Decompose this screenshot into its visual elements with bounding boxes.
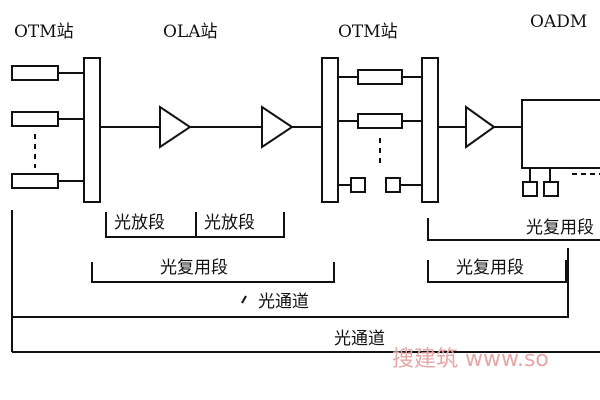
- channel-label-1: 光通道: [258, 292, 309, 312]
- station-label-otm1: OTM站: [14, 22, 74, 42]
- mux-section-bracket-1: [91, 262, 335, 283]
- mux-section-bracket-3: [427, 260, 567, 283]
- otm1-transmitter-1: [11, 65, 59, 81]
- section-label-mux1: 光复用段: [160, 258, 228, 278]
- ola-amplifier-2: [261, 105, 294, 149]
- channel-label-2: 光通道: [334, 329, 385, 349]
- oadm-box: [521, 99, 600, 169]
- otm2-port-b: [385, 177, 401, 193]
- amp-section-bracket-2: [196, 212, 285, 238]
- section-label-amp1: 光放段: [114, 213, 165, 233]
- otm1-transmitter-2: [11, 111, 59, 127]
- station-label-ola: OLA站: [163, 22, 218, 42]
- otm2-demux-bar: [321, 57, 339, 203]
- otm2-transponder-2: [357, 113, 403, 129]
- channel-mark: [241, 295, 247, 304]
- ola-amplifier-1: [159, 105, 192, 149]
- station-label-oadm: OADM: [530, 12, 587, 32]
- otm2-mux-bar: [421, 57, 439, 203]
- amp-section-bracket-1: [105, 212, 197, 238]
- otm2-transponder-1: [357, 69, 403, 85]
- oadm-port-b: [543, 181, 559, 197]
- channel-bracket-1: [12, 248, 569, 318]
- section-label-mux3: 光复用段: [456, 258, 524, 278]
- oadm-port-a: [522, 181, 538, 197]
- section-label-mux2: 光复用段: [526, 218, 594, 238]
- otm2-port-a: [350, 177, 366, 193]
- section-label-amp2: 光放段: [204, 213, 255, 233]
- station-label-otm2: OTM站: [338, 22, 398, 42]
- mux-section-bracket-2: [427, 218, 600, 241]
- otm1-mux-bar: [83, 57, 101, 203]
- watermark-text: 搜建筑 www.so: [392, 347, 549, 372]
- oadm-amplifier: [465, 105, 496, 149]
- otm1-transmitter-n: [11, 173, 59, 189]
